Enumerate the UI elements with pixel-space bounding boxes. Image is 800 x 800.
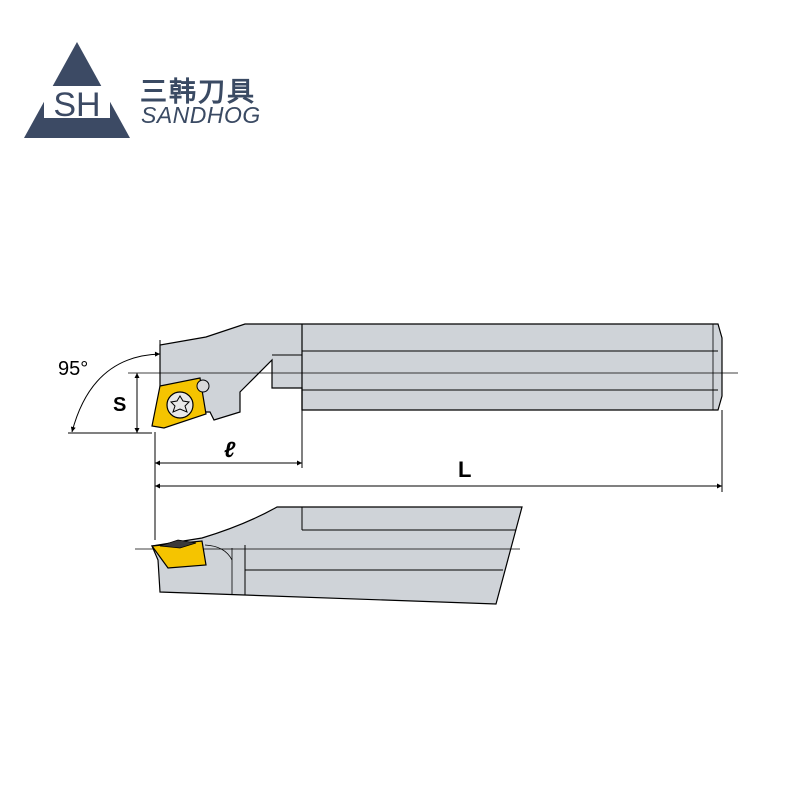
side-view: [135, 506, 523, 605]
logo-brand-chinese: 三韩刀具: [140, 77, 256, 108]
logo-brand-english: SANDHOG: [141, 102, 261, 128]
shank-side-view: [151, 506, 523, 605]
dim-s-label: S: [113, 394, 126, 416]
angle-arc: [70, 351, 161, 433]
sandhog-logo: SH: [24, 42, 130, 138]
dim-l-small-label: ℓ: [224, 437, 236, 462]
top-view: [151, 323, 738, 429]
dim-L-label: L: [458, 457, 471, 482]
shank-top-view: [159, 323, 723, 421]
logo-monogram: SH: [53, 86, 100, 124]
dimensions: 95° S ℓ L: [58, 340, 723, 540]
angle-label: 95°: [58, 358, 88, 380]
